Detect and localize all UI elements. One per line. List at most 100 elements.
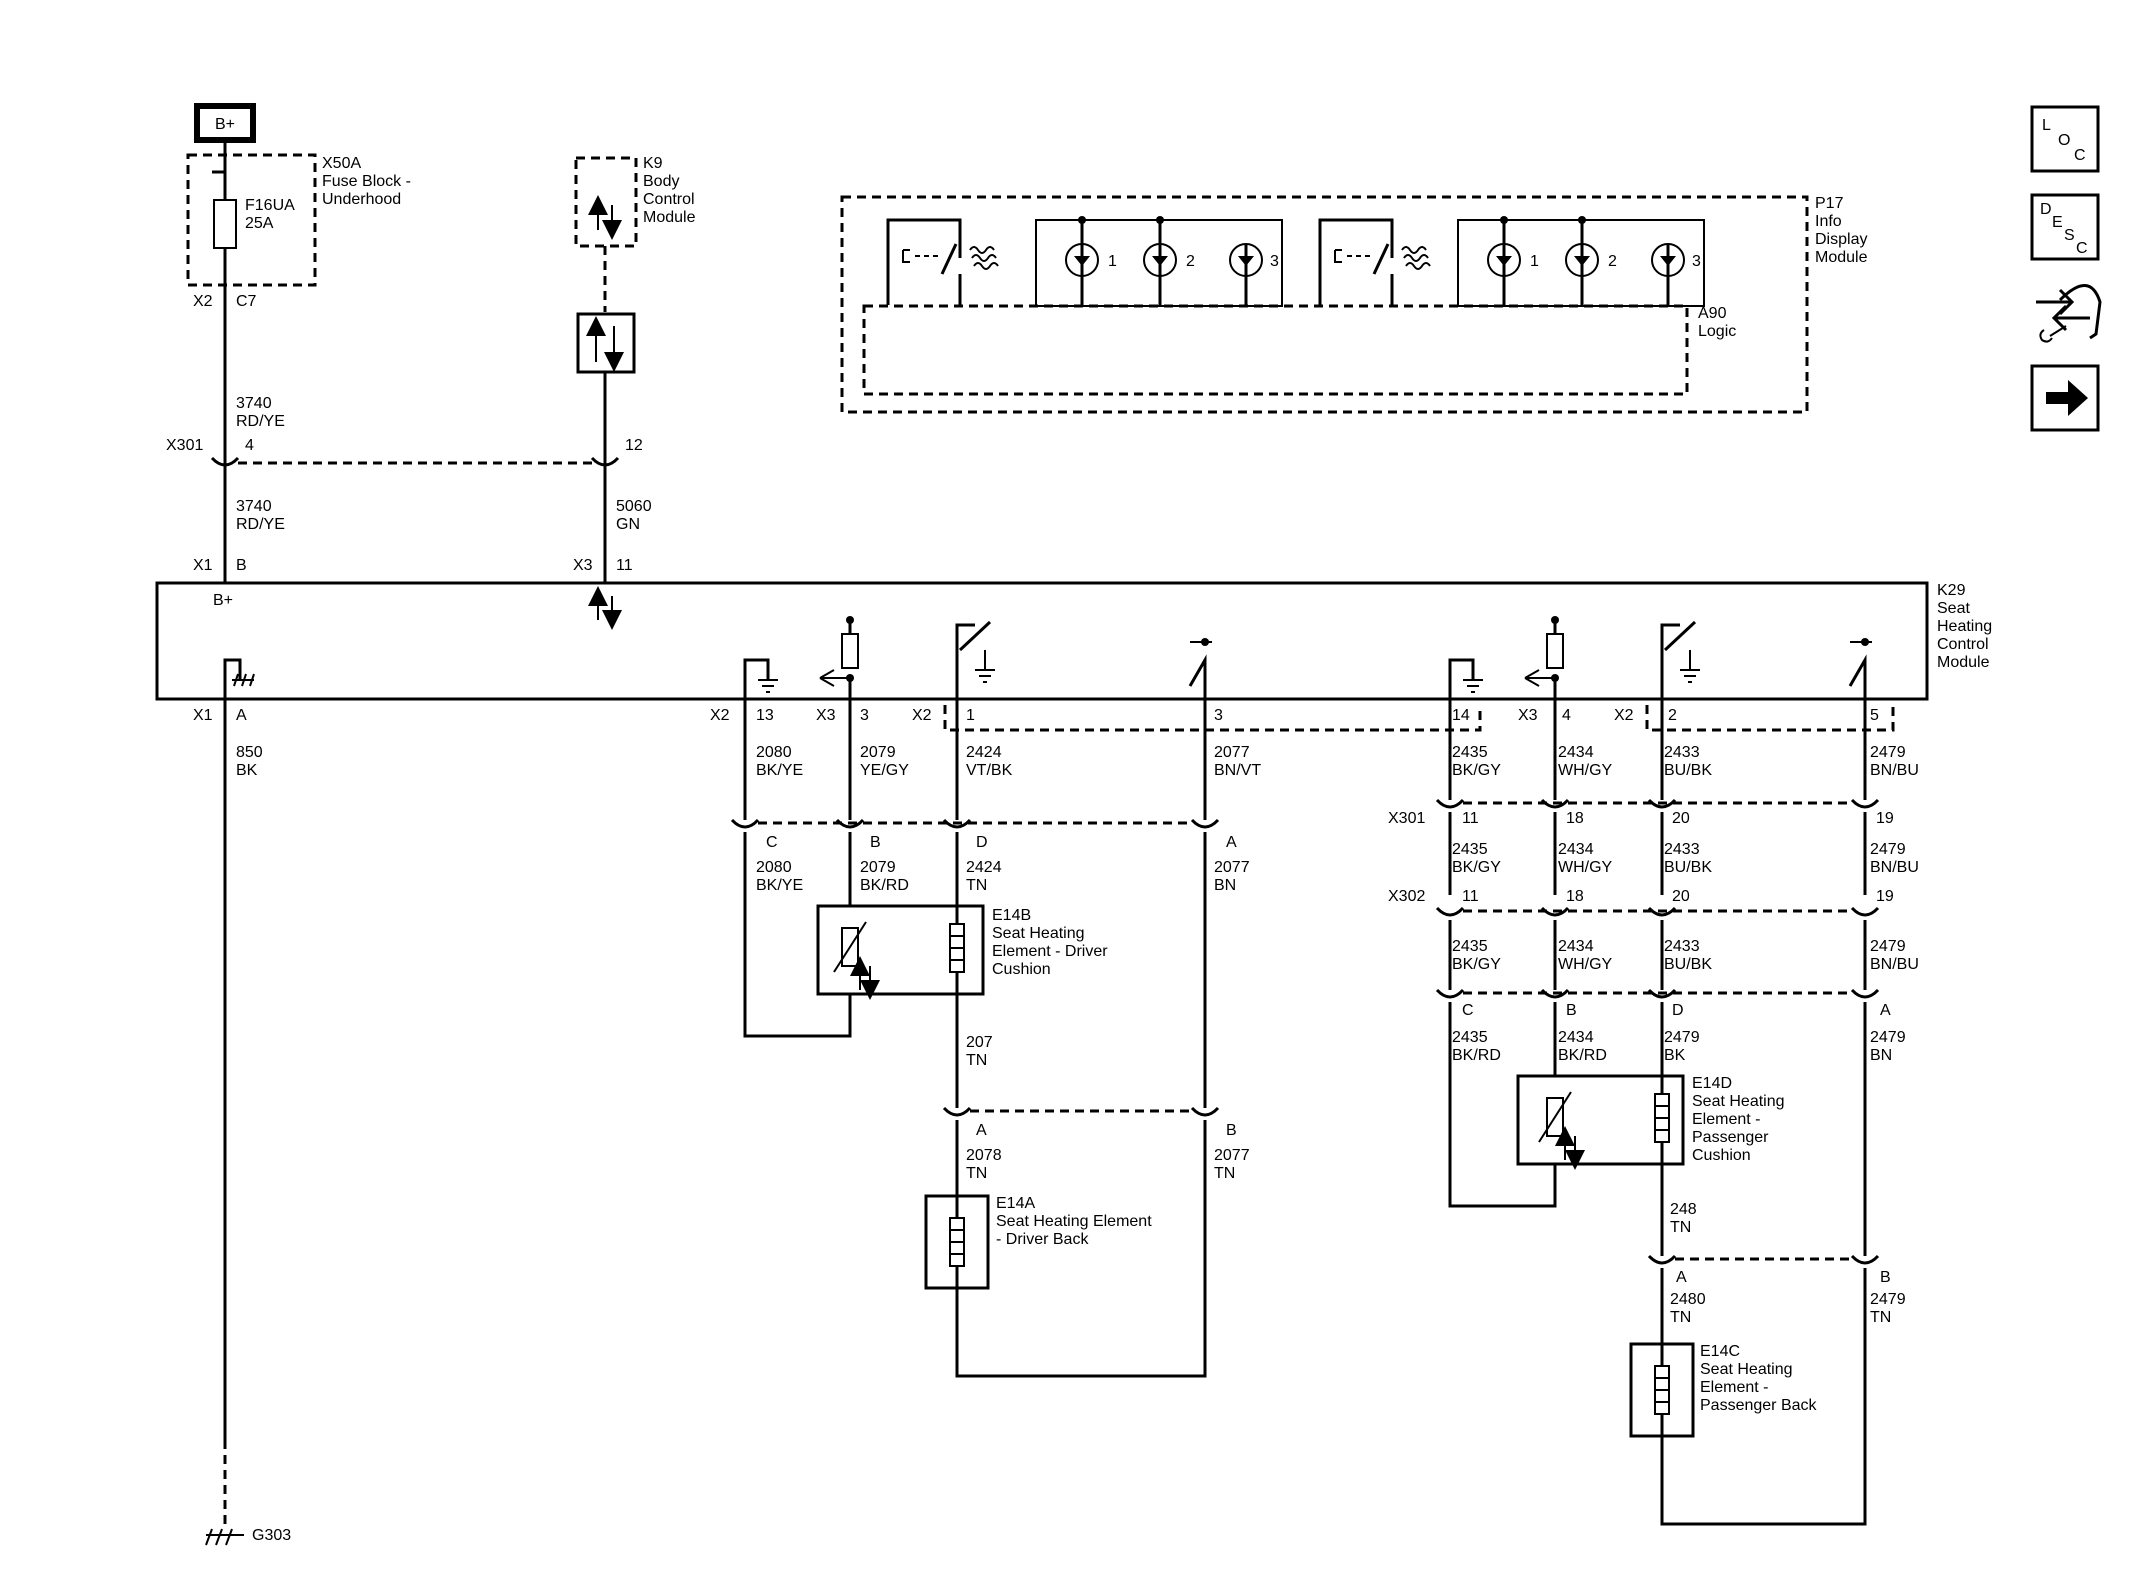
svg-text:X2: X2: [193, 293, 213, 310]
svg-text:Cushion: Cushion: [1692, 1147, 1751, 1164]
svg-text:A: A: [976, 1122, 987, 1139]
svg-text:2: 2: [1668, 707, 1677, 724]
svg-text:4: 4: [245, 437, 254, 454]
location-button[interactable]: L O C: [2030, 105, 2100, 173]
svg-text:2078: 2078: [966, 1147, 1002, 1164]
svg-text:K29: K29: [1937, 582, 1966, 599]
svg-text:248: 248: [1670, 1201, 1697, 1218]
body-control-module-k9: K9 Body Control Module: [574, 155, 696, 582]
svg-text:X1: X1: [193, 557, 213, 574]
svg-text:2435: 2435: [1452, 744, 1488, 761]
svg-text:2479: 2479: [1870, 1291, 1906, 1308]
svg-text:C7: C7: [236, 293, 257, 310]
svg-text:2434: 2434: [1558, 744, 1594, 761]
svg-text:Logic: Logic: [1698, 323, 1736, 340]
svg-text:B: B: [1880, 1269, 1891, 1286]
right-arrow-icon: [2046, 380, 2088, 416]
svg-text:Display: Display: [1815, 231, 1867, 248]
svg-text:B+: B+: [213, 592, 233, 609]
svg-text:P17: P17: [1815, 195, 1844, 212]
svg-text:Fuse Block -: Fuse Block -: [322, 173, 411, 190]
svg-text:Seat Heating: Seat Heating: [1700, 1361, 1793, 1378]
svg-text:11: 11: [616, 557, 633, 574]
svg-text:2480: 2480: [1670, 1291, 1706, 1308]
svg-text:2077: 2077: [1214, 1147, 1250, 1164]
svg-text:TN: TN: [1670, 1219, 1691, 1236]
connector-x301-top: X301 4 12: [166, 437, 643, 467]
svg-text:WH/GY: WH/GY: [1558, 859, 1613, 876]
svg-text:5060: 5060: [616, 498, 652, 515]
svg-text:TN: TN: [1670, 1309, 1691, 1326]
svg-text:1: 1: [1108, 253, 1117, 270]
svg-text:19: 19: [1876, 810, 1894, 827]
passenger-circuits: X301 11 18 20 19 2435 BK/GY 2434 WH/GY 2…: [1388, 699, 1919, 1526]
svg-text:2080: 2080: [756, 744, 792, 761]
svg-text:RD/YE: RD/YE: [236, 516, 285, 533]
svg-text:13: 13: [756, 707, 774, 724]
svg-text:Cushion: Cushion: [992, 961, 1051, 978]
svg-text:TN: TN: [1214, 1165, 1235, 1182]
svg-text:3: 3: [1692, 253, 1701, 270]
svg-text:2: 2: [1186, 253, 1195, 270]
svg-text:25A: 25A: [245, 215, 274, 232]
svg-text:BK/RD: BK/RD: [1452, 1047, 1501, 1064]
svg-text:F16UA: F16UA: [245, 197, 295, 214]
svg-text:1: 1: [1530, 253, 1539, 270]
connector-tool-icon[interactable]: [2036, 284, 2102, 343]
svg-text:L: L: [2042, 117, 2051, 134]
svg-text:X3: X3: [816, 707, 836, 724]
svg-text:E14C: E14C: [1700, 1343, 1740, 1360]
svg-text:Passenger Back: Passenger Back: [1700, 1397, 1818, 1414]
svg-text:- Driver Back: - Driver Back: [996, 1231, 1089, 1248]
svg-text:3740: 3740: [236, 395, 272, 412]
svg-text:2433: 2433: [1664, 744, 1700, 761]
svg-text:2079: 2079: [860, 744, 896, 761]
svg-text:BK/RD: BK/RD: [860, 877, 909, 894]
svg-text:RD/YE: RD/YE: [236, 413, 285, 430]
svg-text:Element -: Element -: [1692, 1111, 1760, 1128]
svg-text:BK/GY: BK/GY: [1452, 859, 1501, 876]
svg-text:11: 11: [1462, 810, 1479, 827]
svg-text:D: D: [976, 834, 988, 851]
svg-text:18: 18: [1566, 810, 1584, 827]
svg-text:BK/YE: BK/YE: [756, 877, 803, 894]
svg-text:2: 2: [1608, 253, 1617, 270]
svg-text:2479: 2479: [1870, 938, 1906, 955]
svg-text:2435: 2435: [1452, 841, 1488, 858]
svg-text:VT/BK: VT/BK: [966, 762, 1013, 779]
next-arrow-button[interactable]: [2030, 364, 2100, 432]
svg-text:GN: GN: [616, 516, 640, 533]
svg-text:X50A: X50A: [322, 155, 361, 172]
svg-text:2079: 2079: [860, 859, 896, 876]
svg-text:O: O: [2058, 132, 2070, 149]
svg-text:A: A: [1676, 1269, 1687, 1286]
svg-text:X3: X3: [1518, 707, 1538, 724]
svg-text:B: B: [236, 557, 247, 574]
svg-text:3: 3: [860, 707, 869, 724]
svg-text:12: 12: [625, 437, 643, 454]
svg-text:2479: 2479: [1664, 1029, 1700, 1046]
led-group-driver: 1 2 3: [1065, 216, 1279, 306]
svg-text:2080: 2080: [756, 859, 792, 876]
svg-text:Element -: Element -: [1700, 1379, 1768, 1396]
svg-text:5: 5: [1870, 707, 1879, 724]
svg-text:Seat Heating: Seat Heating: [1692, 1093, 1785, 1110]
svg-text:BU/BK: BU/BK: [1664, 762, 1712, 779]
svg-text:Seat: Seat: [1937, 600, 1970, 617]
svg-text:Module: Module: [1937, 654, 1990, 671]
svg-text:2433: 2433: [1664, 841, 1700, 858]
svg-text:BN/VT: BN/VT: [1214, 762, 1261, 779]
svg-text:BN/BU: BN/BU: [1870, 956, 1919, 973]
svg-text:Seat Heating: Seat Heating: [992, 925, 1085, 942]
svg-text:A: A: [1880, 1002, 1891, 1019]
svg-text:E14B: E14B: [992, 907, 1031, 924]
svg-text:WH/GY: WH/GY: [1558, 762, 1613, 779]
description-button[interactable]: D E S C: [2030, 193, 2100, 261]
fuse-block-x50a: X50A Fuse Block - Underhood F16UA 25A X2…: [186, 140, 411, 310]
svg-text:3: 3: [1214, 707, 1223, 724]
svg-text:Control: Control: [643, 191, 695, 208]
led-group-passenger: 1 2 3: [1487, 216, 1701, 306]
svg-text:2435: 2435: [1452, 1029, 1488, 1046]
svg-text:2479: 2479: [1870, 841, 1906, 858]
